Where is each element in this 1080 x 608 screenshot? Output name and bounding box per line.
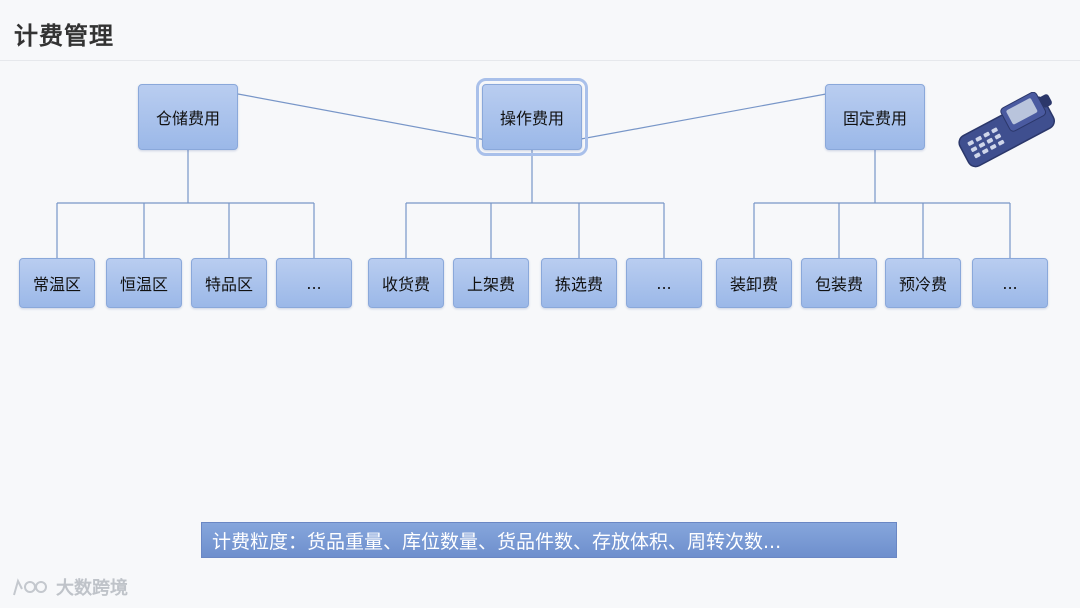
link-storage-operation xyxy=(237,93,487,141)
node-fixed-fee: 固定费用 xyxy=(825,84,925,150)
node-operation-fee: 操作费用 xyxy=(476,78,588,156)
watermark-logo-icon xyxy=(13,578,47,596)
leaf-node: 包装费 xyxy=(801,258,877,308)
leaf-node: ... xyxy=(276,258,352,308)
watermark: 大数跨境 xyxy=(10,574,128,600)
leaf-node: 上架费 xyxy=(453,258,529,308)
title-divider xyxy=(0,60,1080,61)
leaf-node: 预冷费 xyxy=(885,258,961,308)
page-title: 计费管理 xyxy=(14,22,114,50)
leaf-node: ... xyxy=(626,258,702,308)
watermark-text: 大数跨境 xyxy=(56,578,128,599)
leaf-node: ... xyxy=(972,258,1048,308)
node-storage-fee: 仓储费用 xyxy=(138,84,238,150)
leaf-node: 特品区 xyxy=(191,258,267,308)
leaf-node: 常温区 xyxy=(19,258,95,308)
leaf-node: 装卸费 xyxy=(716,258,792,308)
leaf-node: 恒温区 xyxy=(106,258,182,308)
handheld-scanner-icon xyxy=(958,92,1055,168)
leaf-node: 收货费 xyxy=(368,258,444,308)
leaf-node: 拣选费 xyxy=(541,258,617,308)
billing-granularity-banner: 计费粒度：货品重量、库位数量、货品件数、存放体积、周转次数... xyxy=(201,522,897,558)
